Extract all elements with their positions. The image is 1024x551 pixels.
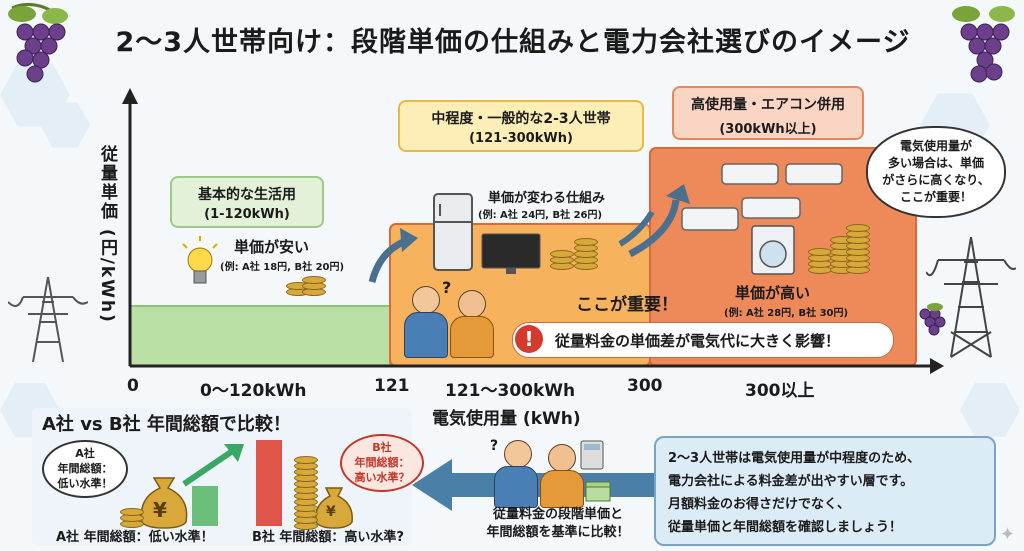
yen-symbol: ¥ (326, 504, 336, 520)
a-bubble-line: 年間総額： (57, 462, 113, 475)
coin-stack-icon (284, 274, 326, 298)
tier1-price-label: 単価が安い (234, 238, 310, 256)
money-bag-icon (315, 487, 353, 529)
x-axis-label: 電気使用量 (kWh) (432, 409, 581, 429)
x-tick-label: 0 (127, 376, 139, 396)
air-conditioner-icon (721, 163, 843, 219)
tier3-example: (例: A社 28円, B社 30円) (724, 308, 849, 319)
a-bubble-line: A社 (75, 447, 95, 460)
tier1-label-box: 基本的な生活用 (1-120kWh) (170, 176, 324, 228)
couple-caption-line: 年間総額を基準に比較！ (486, 525, 630, 540)
sparkle-icon: ✦ (1000, 524, 1016, 545)
money-bag-icon (140, 477, 188, 529)
hex-decoration (960, 383, 1020, 437)
tier1-label: 基本的な生活用 (198, 187, 296, 203)
power-tower-icon (926, 236, 1016, 358)
a-bar (192, 486, 218, 526)
important-callout: ここが重要！ (576, 295, 678, 315)
question-mark-icon: ? (490, 438, 499, 454)
washing-machine-icon (751, 225, 795, 275)
coin-stack-icon (118, 506, 178, 528)
grapes-icon (952, 6, 1015, 83)
b-bubble: B社 年間総額： 高い水準？ (340, 434, 424, 492)
cloud-speech-bubble: 電気使用量が 多い場合は、単価 がさらに高くなり、 ここが重要！ (866, 126, 1006, 218)
question-mark-icon: ? (442, 278, 452, 297)
info-line: 月額料金のお得さだけでなく、 (668, 497, 851, 512)
b-bar (256, 440, 282, 526)
x-tick-label: 121 (374, 376, 410, 396)
trend-arrow-icon (182, 444, 244, 487)
coin-stack-icon (806, 210, 870, 276)
b-bubble-line: 年間総額： (354, 456, 410, 469)
step-up-arrow (628, 199, 680, 258)
warning-icon: ! (515, 325, 543, 353)
tier3-label-box: 高使用量・エアコン併用 (300kWh以上) (672, 86, 864, 140)
coin-stack-icon (292, 452, 340, 532)
tier2-range: (121-300kWh) (469, 131, 573, 146)
step-up-arrowhead (666, 184, 690, 204)
x-tick-label: 121〜300kWh (445, 381, 576, 401)
grapes-icon (8, 3, 68, 83)
bubble-line: ここが重要！ (899, 190, 972, 204)
tier3-range: (300kWh以上) (719, 122, 817, 137)
a-caption: A社 年間総額：低い水準！ (56, 530, 214, 545)
couple-illustration: ? (490, 438, 600, 508)
step-arrow (618, 210, 655, 247)
grapes-icon (919, 303, 946, 336)
b-bubble-line: B社 (372, 441, 392, 454)
comparison-title: A社 vs B社 年間総額で比較！ (42, 414, 291, 435)
bubble-line: 電気使用量が (899, 139, 972, 153)
yen-symbol: ¥ (153, 498, 167, 522)
tier2-example: (例: A社 24円, B社 26円) (478, 210, 603, 221)
couple-caption: 従量料金の段階単価と 年間総額を基準に比較！ (478, 506, 638, 542)
tier2-label: 中程度・一般的な2-3人世帯 (431, 111, 611, 127)
y-axis-label: 従量単価 (円/kWh) (97, 145, 117, 324)
tier2-label-box: 中程度・一般的な2-3人世帯 (121-300kWh) (398, 100, 644, 152)
tier3-label: 高使用量・エアコン併用 (691, 97, 845, 113)
info-box: 2〜3人世帯は電気使用量が中程度のため、 電力会社による料金差が出やすい層です。… (654, 436, 996, 546)
coin-stack-icon (548, 232, 608, 272)
x-axis-arrow (930, 358, 944, 374)
couple-caption-line: 従量料金の段階単価と (492, 507, 623, 522)
tier-bar-1 (129, 305, 391, 367)
tier3-price-label: 単価が高い (735, 284, 811, 302)
a-bubble: A社 年間総額： 低い水準！ (42, 440, 128, 498)
page-title: 2〜3人世帯向け：段階単価の仕組みと電力会社選びのイメージ (115, 27, 911, 58)
cash-icon (585, 481, 611, 502)
b-bubble-line: 高い水準？ (354, 471, 410, 484)
tier1-example: (例: A社 18円, B社 20円) (220, 262, 345, 273)
x-tick-label: 300以上 (745, 381, 815, 401)
bubble-line: がさらに高くなり、 (882, 173, 990, 187)
a-bubble-line: 低い水準！ (57, 477, 113, 490)
air-conditioner-icon (681, 207, 739, 231)
info-line: 2〜3人世帯は電気使用量が中程度のため、 (668, 451, 921, 466)
bubble-line: 多い場合は、単価 (887, 156, 984, 170)
y-axis-arrow (122, 88, 138, 104)
lightbulb-icon (182, 236, 218, 284)
calculator-icon (580, 440, 604, 470)
x-tick-label: 300 (627, 376, 663, 396)
refrigerator-icon (433, 193, 473, 271)
power-tower-icon (8, 276, 88, 363)
info-line: 従量単価と年間総額を確認しましょう！ (668, 520, 903, 535)
tier1-range: (1-120kWh) (204, 207, 290, 222)
info-line: 電力会社による料金差が出やすい層です。 (668, 474, 914, 489)
tv-icon (481, 233, 541, 274)
warning-banner: ! 従量料金の単価差が電気代に大きく影響！ (512, 322, 894, 358)
warning-text: 従量料金の単価差が電気代に大きく影響！ (555, 332, 841, 350)
x-tick-label: 0〜120kWh (200, 381, 307, 401)
b-caption: B社 年間総額：高い水準? (252, 530, 404, 545)
tier2-price-label: 単価が変わる仕組み (488, 191, 606, 206)
couple-illustration: ? (404, 278, 504, 360)
step-up-arrowhead (400, 228, 418, 252)
